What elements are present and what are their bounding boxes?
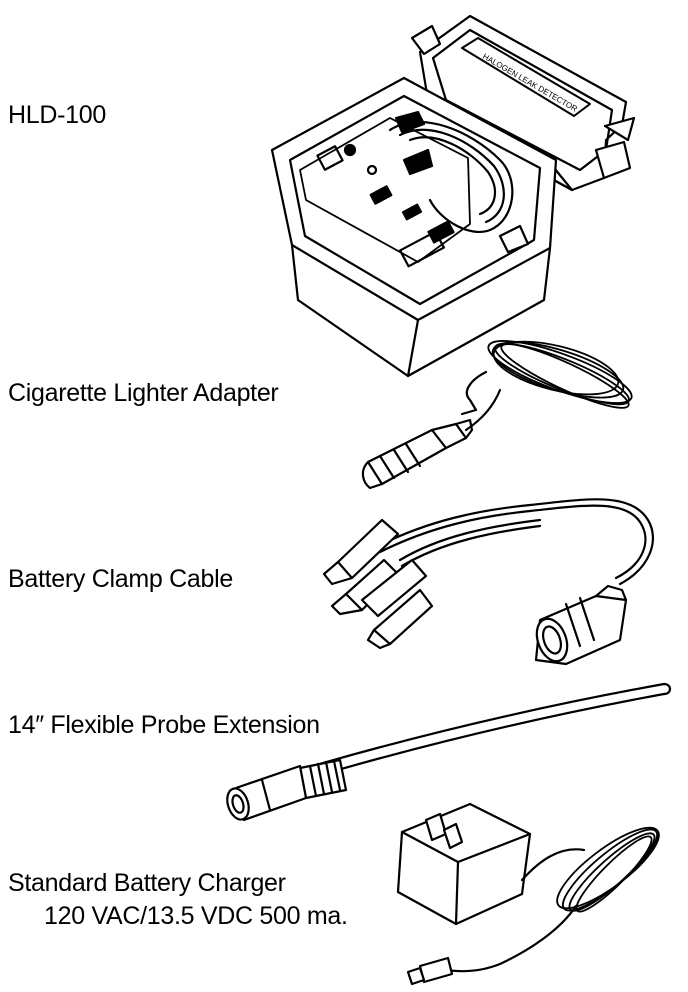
flexible-probe-icon (224, 684, 670, 822)
item-label-battery-charger: Standard Battery Charger (8, 869, 286, 897)
leak-detector-case-icon: HALOGEN LEAK DETECTOR (272, 16, 634, 376)
item-label-probe-extension: 14″ Flexible Probe Extension (8, 711, 320, 739)
battery-charger-icon (398, 804, 669, 984)
item-label-battery-clamp: Battery Clamp Cable (8, 565, 233, 593)
lighter-adapter-icon (363, 329, 638, 488)
battery-clamp-icon (324, 499, 653, 665)
item-label-hld-100: HLD-100 (8, 101, 106, 129)
item-sublabel-battery-charger: 120 VAC/13.5 VDC 500 ma. (44, 902, 348, 930)
item-label-lighter-adapter: Cigarette Lighter Adapter (8, 379, 279, 407)
